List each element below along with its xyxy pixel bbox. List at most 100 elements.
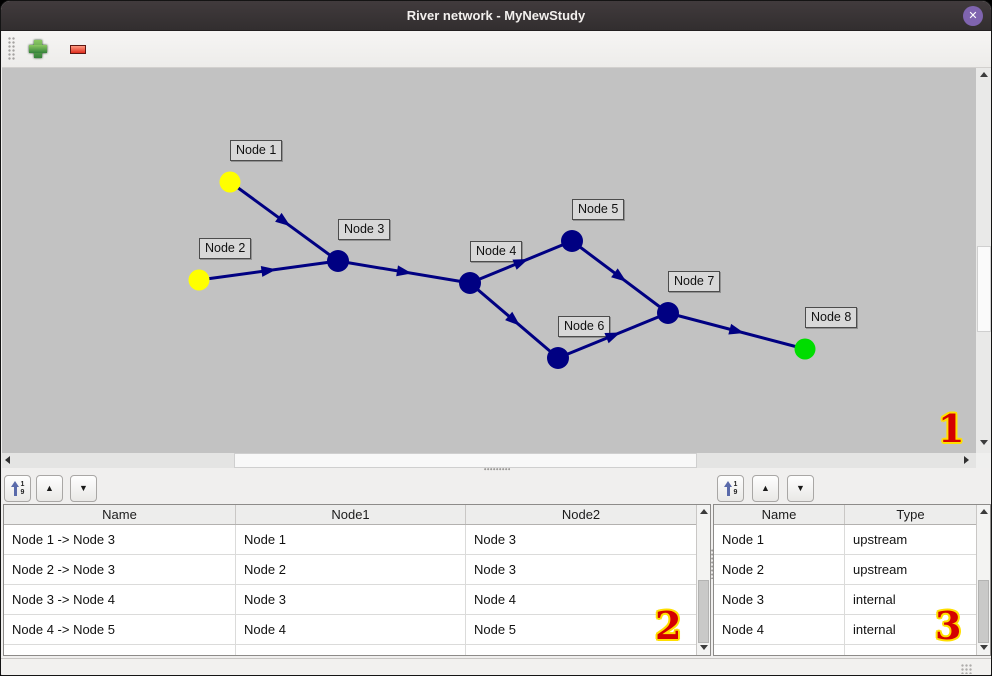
status-bar (1, 658, 991, 675)
canvas-vertical-scrollbar[interactable] (976, 68, 991, 453)
node-label[interactable]: Node 3 (338, 219, 391, 240)
cell-node2: Node 4 (474, 592, 516, 607)
edge-arrow-icon (275, 212, 291, 227)
scroll-up-icon[interactable] (980, 509, 988, 514)
node-circle[interactable] (657, 302, 679, 324)
node-circle[interactable] (327, 250, 349, 272)
node-label[interactable]: Node 1 (230, 140, 283, 161)
branches-move-down-button[interactable]: ▼ (70, 475, 97, 502)
scroll-down-icon[interactable] (700, 645, 708, 650)
branches-table: Name Node1 Node2 Node 1 -> Node 3 Node 1… (3, 504, 711, 656)
column-header-node2[interactable]: Node2 (561, 507, 601, 522)
node-label[interactable]: Node 8 (805, 307, 858, 328)
table-row[interactable]: Node 2 upstream (714, 555, 990, 585)
cell-node2: Node 3 (474, 562, 516, 577)
move-down-icon: ▼ (796, 483, 805, 493)
node-circle[interactable] (459, 272, 481, 294)
annotation-1: 1 (938, 406, 965, 451)
close-button[interactable]: ✕ (963, 6, 983, 26)
cell-type: upstream (853, 532, 908, 547)
table-row[interactable] (714, 645, 990, 655)
nodes-table-header: Name Type (714, 505, 990, 525)
node-circle[interactable] (188, 269, 210, 291)
edge-arrow-icon (505, 311, 521, 326)
scrollbar-corner (976, 453, 991, 468)
table-row[interactable]: Node 2 -> Node 3 Node 2 Node 3 (4, 555, 710, 585)
scroll-thumb[interactable] (698, 580, 709, 643)
column-header-name[interactable]: Name (4, 505, 236, 524)
column-header-type[interactable]: Type (896, 507, 925, 522)
table-row[interactable]: Node 3 internal (714, 585, 990, 615)
edge-arrow-icon (396, 265, 412, 277)
scroll-thumb[interactable] (978, 580, 989, 643)
cell-type: internal (853, 622, 896, 637)
table-row[interactable]: Node 3 -> Node 4 Node 3 Node 4 (4, 585, 710, 615)
edge-line (667, 311, 806, 351)
network-canvas[interactable]: Node 1 Node 2 Node 3 Node 4 Node 5 Node 6 Node… (2, 68, 976, 453)
table-row[interactable] (4, 645, 710, 655)
annotation-2: 2 (655, 603, 682, 648)
add-button[interactable] (24, 35, 52, 63)
remove-button[interactable] (60, 35, 88, 63)
vertical-scroll-thumb[interactable] (977, 246, 991, 332)
nodes-move-up-button[interactable]: ▲ (752, 475, 779, 502)
table-row[interactable]: Node 4 -> Node 5 Node 4 Node 5 (4, 615, 710, 645)
cell-name: Node 1 -> Node 3 (4, 525, 236, 554)
node-circle[interactable] (219, 171, 241, 193)
scroll-left-icon[interactable] (5, 456, 10, 464)
branches-table-header: Name Node1 Node2 (4, 505, 710, 525)
canvas-horizontal-scrollbar[interactable] (2, 453, 976, 468)
cell-name: Node 2 -> Node 3 (4, 555, 236, 584)
node-circle[interactable] (794, 338, 816, 360)
move-down-icon: ▼ (79, 483, 88, 493)
edge-arrow-icon (611, 268, 627, 282)
branches-table-scrollbar[interactable] (696, 505, 710, 655)
horizontal-splitter[interactable] (1, 468, 991, 471)
node-label[interactable]: Node 4 (470, 241, 523, 262)
cell-node1: Node 4 (236, 615, 466, 644)
scroll-up-icon[interactable] (980, 72, 988, 77)
nodes-move-down-button[interactable]: ▼ (787, 475, 814, 502)
titlebar[interactable]: River network - MyNewStudy ✕ (1, 1, 991, 31)
scroll-down-icon[interactable] (980, 440, 988, 445)
scroll-down-icon[interactable] (980, 645, 988, 650)
scroll-up-icon[interactable] (700, 509, 708, 514)
nodes-table: Name Type Node 1 upstream Node 2 upstrea… (713, 504, 991, 656)
cell-node1: Node 2 (236, 555, 466, 584)
table-row[interactable]: Node 1 upstream (714, 525, 990, 555)
remove-icon (70, 44, 86, 54)
cell-node2: Node 5 (474, 622, 516, 637)
column-header-name[interactable]: Name (714, 505, 845, 524)
toolbar-drag-handle[interactable] (8, 37, 16, 61)
cell-name: Node 2 (714, 555, 845, 584)
column-header-node1[interactable]: Node1 (236, 505, 466, 524)
table-row[interactable]: Node 4 internal (714, 615, 990, 645)
edge-line (571, 239, 669, 315)
node-label[interactable]: Node 2 (199, 238, 252, 259)
move-up-icon: ▲ (45, 483, 54, 493)
cell-name: Node 1 (714, 525, 845, 554)
edge-arrow-icon (728, 323, 745, 335)
node-circle[interactable] (547, 347, 569, 369)
cell-name: Node 4 (714, 615, 845, 644)
tables-splitter-grip[interactable] (711, 549, 714, 579)
node-label[interactable]: Node 7 (668, 271, 721, 292)
node-circle[interactable] (561, 230, 583, 252)
horizontal-scroll-thumb[interactable] (234, 453, 697, 468)
nodes-table-scrollbar[interactable] (976, 505, 990, 655)
node-label[interactable]: Node 5 (572, 199, 625, 220)
table-row[interactable]: Node 1 -> Node 3 Node 1 Node 3 (4, 525, 710, 555)
cell-type: internal (853, 592, 896, 607)
resize-grip-icon[interactable] (961, 664, 973, 674)
canvas-area: Node 1 Node 2 Node 3 Node 4 Node 5 Node 6 Node… (1, 68, 991, 468)
branches-move-up-button[interactable]: ▲ (36, 475, 63, 502)
cell-name: Node 4 -> Node 5 (4, 615, 236, 644)
cell-node2: Node 3 (474, 532, 516, 547)
node-label[interactable]: Node 6 (558, 316, 611, 337)
scroll-right-icon[interactable] (964, 456, 969, 464)
